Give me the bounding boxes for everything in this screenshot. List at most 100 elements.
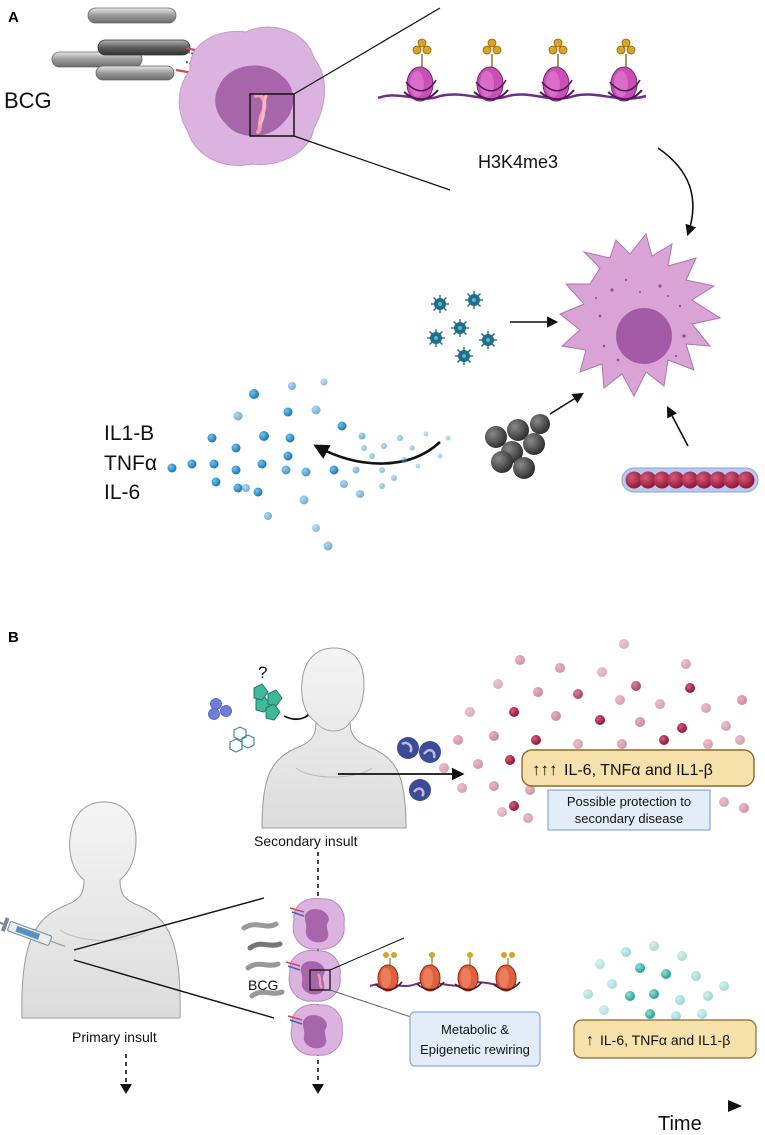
bcg-bacteria-rods [51, 7, 213, 81]
high-response-box: ↑↑↑ IL-6, TNFα and IL1-β [521, 749, 755, 787]
cytokine-dot [617, 739, 627, 749]
cytokine-dot [311, 405, 321, 415]
cytokine-dot [439, 763, 449, 773]
cytokine-dot [735, 735, 745, 745]
cytokine-dot [615, 695, 625, 705]
virus-particles [426, 290, 498, 366]
cytokine-dot [697, 1009, 707, 1019]
cytokine-dot [533, 687, 543, 697]
cytokine-dot [719, 981, 729, 991]
cytokine-dot [358, 432, 366, 440]
bacteria-cluster [485, 414, 550, 479]
zoom-line-b-top [329, 937, 405, 971]
trained-macrophage-cell [559, 232, 722, 398]
cytokine-dot [473, 759, 483, 769]
cytokine-dot [453, 735, 463, 745]
cytokine-dot [681, 659, 691, 669]
cytokine-dot [619, 639, 629, 649]
cytokine-dot [515, 655, 525, 665]
cytokine-dot [337, 421, 347, 431]
cytokine-dot [187, 459, 197, 469]
cytokine-dot [635, 717, 645, 727]
person-primary [21, 801, 181, 1019]
cytokine-dot [675, 995, 685, 1005]
person-secondary [261, 647, 407, 829]
cytokine-dot [231, 443, 241, 453]
cytokine-dot [259, 431, 269, 441]
macrophage-cell-a [178, 26, 326, 166]
cytokine-dot [312, 524, 320, 532]
cytokine-dot [379, 467, 385, 473]
cytokine-release-arrow [313, 441, 441, 465]
cytokine-dot [509, 707, 519, 717]
cytokine-dot [573, 689, 583, 699]
cytokine-dot [415, 463, 421, 469]
cytokine-dot [555, 663, 565, 673]
cytokine-dot [523, 813, 533, 823]
low-response-text: IL-6, TNFα and IL1-β [600, 1032, 730, 1048]
high-response-text: IL-6, TNFα and IL1-β [564, 762, 713, 779]
cytokine-dot [249, 389, 259, 399]
cytokine-dot [437, 453, 443, 459]
cytokine-dot [465, 707, 475, 717]
primary-insult-label: Primary insult [72, 1029, 157, 1045]
single-up-arrow: ↑ [586, 1032, 594, 1049]
cytokine-dot [323, 541, 333, 551]
cytokine-dot [685, 683, 695, 693]
cytokine-dot [739, 803, 749, 813]
cytokine-dot [301, 467, 311, 477]
cytokine-dot [661, 969, 671, 979]
arrow-bacteria-to-cell [549, 392, 584, 415]
cytokine-dot [233, 411, 243, 421]
question-mark: ? [258, 663, 267, 682]
cytokine-dot [509, 801, 519, 811]
cytokine-dot [659, 735, 669, 745]
cytokine-dot [253, 487, 263, 497]
arrow-to-trained-cell [657, 147, 697, 237]
cytokine-dot [671, 1011, 681, 1021]
cytokine-dot [445, 435, 451, 441]
cytokine-dot [655, 699, 665, 709]
cytokine-label-il6: IL-6 [104, 481, 140, 504]
cytokine-dot [531, 735, 541, 745]
neutrophils [397, 737, 441, 801]
cytokine-dots-red [439, 639, 749, 823]
cytokine-dot [401, 457, 407, 463]
zoom-line-primary-top [73, 897, 265, 951]
syringe [0, 917, 66, 948]
cytokine-dot [233, 483, 243, 493]
rewiring-box: Metabolic & Epigenetic rewiring [409, 1011, 541, 1067]
zoom-line-top [293, 7, 441, 95]
cytokine-dot [649, 989, 659, 999]
cytokine-dot [285, 433, 295, 443]
cytokine-dot [597, 667, 607, 677]
cytokine-dot [489, 731, 499, 741]
cytokine-dot [283, 407, 293, 417]
bcg-label-a: BCG [4, 88, 52, 113]
triple-up-arrows: ↑↑↑ [532, 760, 558, 779]
cytokine-dot [264, 512, 272, 520]
cytokine-label-il1b: IL1-B [104, 422, 154, 445]
cytokine-dot [595, 959, 605, 969]
cytokine-dot [525, 785, 535, 795]
cytokine-dots-teal [583, 941, 729, 1021]
cytokine-dot [423, 431, 429, 437]
cytokine-dot [369, 453, 375, 459]
zoom-line-primary-bottom [73, 959, 275, 1019]
cytokine-dot [493, 679, 503, 689]
cytokine-dot [607, 979, 617, 989]
cytokine-dot [497, 807, 507, 817]
protection-box: Possible protection to secondary disease [547, 789, 711, 831]
cytokine-dot [595, 715, 605, 725]
histone-mark-label: H3K4me3 [478, 152, 558, 172]
chromatin-b [369, 952, 521, 992]
cytokine-dot [635, 963, 645, 973]
cytokine-dot [649, 941, 659, 951]
trained-macrophages-b [285, 897, 345, 1056]
cytokine-dot [391, 475, 397, 481]
cytokine-dot [677, 723, 687, 733]
cytokine-dot [320, 378, 328, 386]
cytokine-dot [551, 711, 561, 721]
cytokine-dot [489, 781, 499, 791]
cytokine-dot [288, 382, 296, 390]
